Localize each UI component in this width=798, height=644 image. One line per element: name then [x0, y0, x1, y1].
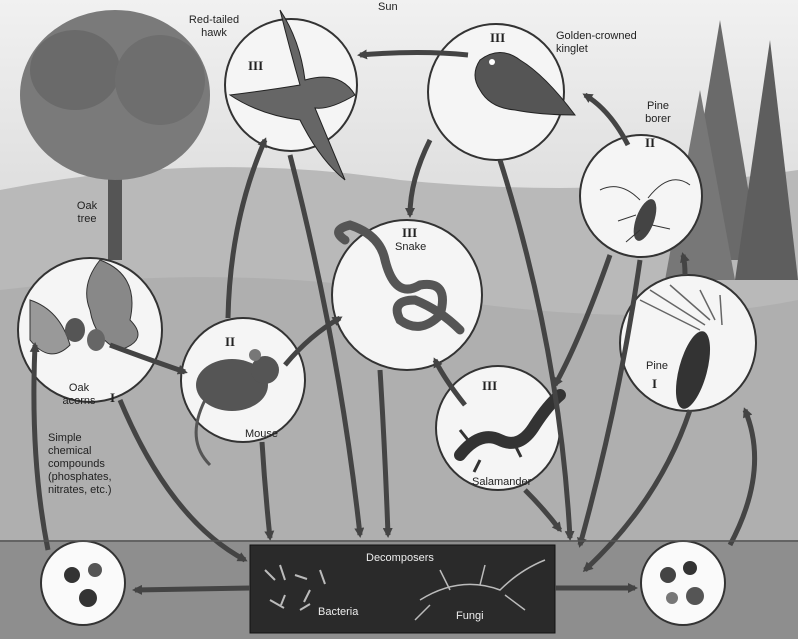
kinglet-level: III [490, 30, 505, 46]
fungi-label: Fungi [456, 610, 484, 623]
oaktree-label: Oak tree [72, 200, 102, 226]
salamander-label: Salamander [472, 476, 531, 489]
acorns-level: I [110, 390, 115, 406]
snake-level: III [402, 225, 417, 241]
acorns-label: Oak acorns [60, 382, 98, 408]
pineborer-circle-group [580, 135, 702, 257]
acorns-circle-group [18, 258, 162, 402]
decomposers-title: Decomposers [366, 552, 434, 565]
sun-label: Sun [378, 1, 398, 14]
salamander-level: III [482, 378, 497, 394]
pine-circle-group [620, 275, 756, 412]
chemicals-label: Simple chemical compounds (phosphates, n… [48, 432, 112, 497]
salamander-circle-group [436, 366, 560, 490]
acorn-illustration [65, 318, 85, 342]
kinglet-label: Golden-crowned kinglet [556, 30, 637, 56]
snake-label: Snake [395, 241, 426, 254]
mouse-label: Mouse [245, 428, 278, 441]
chemicals-circle-right [641, 541, 725, 625]
pine-label: Pine [646, 360, 668, 373]
hawk-level: III [248, 58, 263, 74]
chemicals-circle-left [41, 541, 125, 625]
pineborer-label: Pine borer [640, 100, 676, 126]
pine-level: I [652, 376, 657, 392]
salamander-circle [436, 366, 560, 490]
pineborer-level: II [645, 135, 655, 151]
mouse-level: II [225, 334, 235, 350]
hawk-label: Red-tailed hawk [183, 14, 245, 40]
bacteria-label: Bacteria [318, 606, 358, 619]
